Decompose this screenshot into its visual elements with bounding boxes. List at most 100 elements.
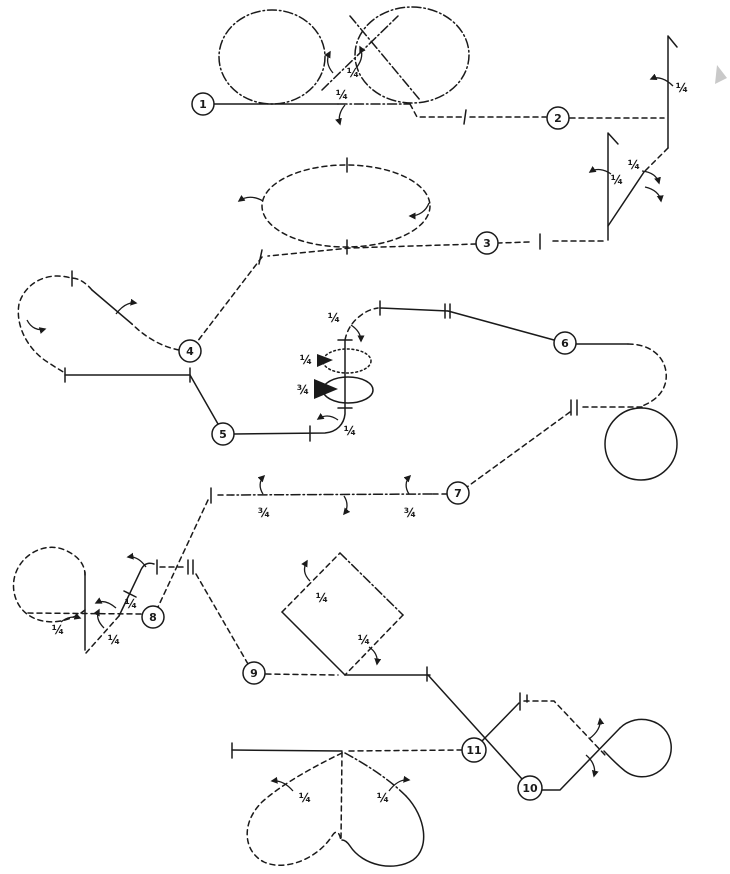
figure-1-tick [463, 109, 467, 125]
figure-2-vertical-line [667, 35, 678, 149]
figure-9-diamond-lower-right [344, 614, 404, 676]
roll-arrow-icon [388, 775, 411, 792]
roll-arrow-icon [649, 73, 674, 87]
figure-9-diamond-upper-left [281, 552, 341, 613]
roll-arrow-icon [350, 324, 365, 343]
figure-1-cross-line-up [321, 15, 399, 91]
figure-3-group: ¼ ¼ [196, 132, 669, 343]
roll-arrow-icon [115, 298, 138, 315]
final-vertical-line [340, 751, 343, 841]
figure-8-to-9-line [195, 573, 249, 665]
figure-5-exit-line [379, 307, 449, 312]
figure-6-to-7-line [466, 411, 571, 488]
figure-6-double-tick [570, 399, 578, 416]
figure-number: 3 [483, 237, 491, 250]
figure-marker [461, 737, 487, 763]
figure-1-group: ¼ ¼ [213, 6, 547, 126]
roll-arrow-icon [257, 474, 266, 495]
figure-8-group: ¼ ¼ ¼ [12, 546, 249, 665]
figure-number: 6 [561, 337, 569, 350]
roll-label: ¼ [125, 597, 137, 611]
roll-arrow-icon [335, 104, 346, 126]
roll-label: ¼ [347, 66, 359, 80]
figure-marker [178, 339, 202, 363]
roll-arrow-icon [301, 559, 311, 582]
figure-4-curve [131, 323, 180, 351]
figure-5-group: ¼ ¼ ¾ ¼ [189, 300, 451, 442]
final-left-teardrop [246, 752, 343, 866]
figure-4-loop [17, 275, 93, 374]
figure-7-rolling-line [231, 493, 433, 496]
figure-9-entry-line [265, 673, 339, 676]
figure-marker [553, 331, 577, 355]
figure-marker [242, 661, 266, 685]
final-figure-group: ¼ ¼ [231, 742, 425, 867]
roll-arrow-icon [60, 612, 82, 623]
figure-3-45-line [607, 171, 645, 227]
roll-label: ¼ [299, 791, 311, 805]
roll-label: ¾ [404, 506, 416, 520]
figure-marker [517, 775, 543, 801]
figure-5-to-6-line [447, 310, 555, 341]
figure-4-to-5-line [189, 374, 219, 425]
figure-number: 9 [250, 667, 258, 680]
spin-triangle-icon [317, 354, 333, 367]
figure-6-group [447, 310, 678, 488]
figure-5-top-curve [344, 307, 379, 341]
roll-label: ¼ [676, 81, 688, 95]
figure-number: 4 [186, 345, 194, 358]
roll-arrow-icon [588, 717, 605, 740]
figure-7-group: ¾ ¾ [157, 474, 448, 608]
figure-markers: 1 2 3 4 5 6 7 8 9 10 11 [141, 92, 577, 801]
figure-2-group: ¼ [569, 35, 688, 149]
figure-8-entry-line [24, 612, 142, 615]
roll-arrow-icon [126, 552, 147, 568]
figure-7-line-ends [213, 493, 448, 496]
final-right-teardrop-bottom [341, 795, 425, 867]
figure-4-ticks [64, 270, 73, 383]
roll-arrow-icon [641, 170, 661, 185]
roll-label: ¼ [108, 633, 120, 647]
figure-8-teardrop-loop [12, 546, 86, 623]
figure-number: 10 [522, 782, 538, 795]
roll-arrow-icon [270, 776, 294, 792]
final-exit-line [231, 749, 343, 752]
roll-arrow-icon [324, 50, 334, 74]
figure-8-45-dashed [85, 615, 120, 654]
figure-10-loop [603, 718, 672, 778]
figure-marker [446, 481, 470, 505]
figure-1-left-loop [218, 9, 326, 105]
figure-6-turn-curve [627, 343, 667, 407]
figure-9-group: ¼ ¼ [265, 552, 431, 682]
roll-label: ¼ [316, 591, 328, 605]
figure-1-right-loop [354, 6, 470, 104]
figure-9-diamond-lower-left [281, 611, 346, 676]
roll-arrow-icon [585, 754, 599, 778]
figure-number: 8 [149, 611, 157, 624]
figure-11-entry-line [481, 702, 520, 742]
roll-label: ¼ [336, 88, 348, 102]
figure-3-vertical-line [607, 132, 619, 241]
figure-4-45-line [91, 289, 133, 325]
turn-arrow-icon [237, 194, 264, 202]
roll-arrow-icon [94, 597, 117, 609]
figure-number: 1 [199, 98, 207, 111]
figure-10-climb-line [541, 727, 621, 791]
roll-arrow-icon [588, 166, 612, 175]
figure-marker [475, 231, 499, 255]
roll-arrow-icon [316, 413, 339, 421]
spin-triangle-icon [314, 379, 338, 399]
roll-label: ¼ [300, 353, 312, 367]
roll-label: ¼ [344, 424, 356, 438]
roll-arrow-icon [343, 495, 351, 516]
figure-1-to-2-line [409, 103, 547, 118]
figure-number: 7 [454, 487, 462, 500]
figure-marker [546, 106, 570, 130]
roll-label: ¼ [377, 791, 389, 805]
figure-3-tick-left [258, 249, 263, 265]
figure-marker [141, 605, 165, 629]
figure-8-top-ticks [156, 559, 194, 575]
figure-1-cross-line-down [349, 15, 421, 101]
